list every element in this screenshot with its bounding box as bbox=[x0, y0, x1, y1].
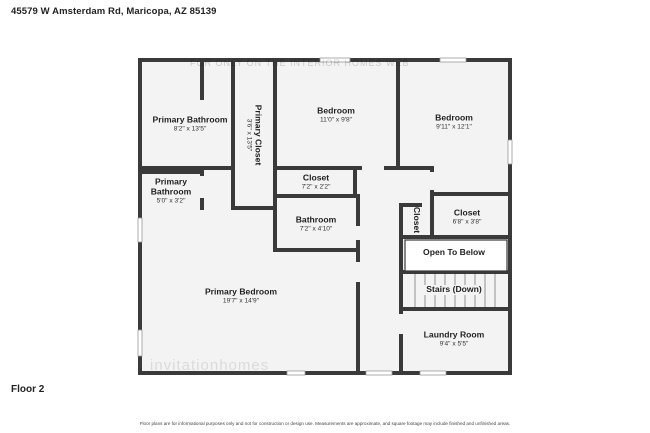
room-bedroom-2: Bedroom 9'11" x 12'1" bbox=[435, 112, 473, 131]
watermark-top: FOR ONLY ON THE INTERIOR HOMES WEB bbox=[190, 58, 410, 68]
room-primary-bathroom-small: Primary Bathroom 5'0" x 3'2" bbox=[150, 176, 192, 205]
disclaimer: Floor plans are for informational purpos… bbox=[139, 421, 511, 426]
room-closet-1: Closet 7'2" x 2'2" bbox=[301, 172, 331, 191]
floor-label: Floor 2 bbox=[11, 384, 45, 395]
room-closet-3: Closet bbox=[411, 206, 422, 234]
room-bedroom-1: Bedroom 11'0" x 9'8" bbox=[317, 105, 355, 124]
room-bathroom: Bathroom 7'2" x 4'10" bbox=[295, 214, 337, 233]
room-open-to-below: Open To Below bbox=[423, 247, 485, 258]
room-stairs: Stairs (Down) bbox=[424, 284, 484, 295]
room-laundry: Laundry Room 9'4" x 5'5" bbox=[423, 329, 485, 348]
room-closet-2: Closet 6'8" x 3'8" bbox=[452, 207, 482, 226]
room-primary-bedroom: Primary Bedroom 19'7" x 14'9" bbox=[204, 286, 278, 305]
room-primary-bathroom: Primary Bathroom 8'2" x 13'5" bbox=[152, 114, 228, 133]
property-address: 45579 W Amsterdam Rd, Maricopa, AZ 85139 bbox=[11, 6, 217, 17]
watermark-bottom: invitationhomes bbox=[150, 357, 270, 374]
room-primary-closet: Primary Closet 3'6" x 13'5" bbox=[245, 104, 264, 166]
windows bbox=[137, 57, 513, 376]
